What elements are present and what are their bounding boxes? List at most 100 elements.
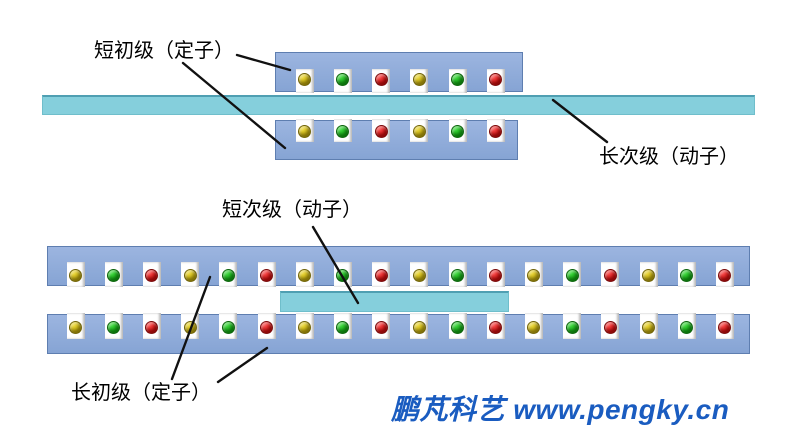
coil-dot-green: [107, 269, 121, 282]
coil-slot: [142, 262, 161, 287]
long-secondary-bar: [42, 95, 755, 115]
coil-dot-yellow: [412, 269, 426, 282]
coil-dot-red: [489, 125, 503, 138]
coil-slot: [524, 262, 543, 287]
short-secondary-bar: [280, 291, 509, 312]
coil-slot: [104, 262, 123, 287]
coil-dot-yellow: [412, 73, 426, 86]
coil-dot-green: [451, 125, 464, 138]
coil-slot: [601, 313, 620, 339]
coil-dot-red: [374, 321, 388, 334]
coil-dot-green: [336, 73, 350, 86]
coil-dot-red: [260, 269, 273, 282]
coil-slot: [639, 313, 658, 339]
coil-slot: [333, 313, 352, 339]
coil-dot-red: [374, 269, 388, 282]
coil-slot: [486, 69, 505, 93]
coil-dot-green: [451, 269, 464, 282]
coil-dot-yellow: [298, 269, 312, 282]
coil-slot: [448, 262, 467, 287]
coil-dot-red: [374, 73, 388, 86]
coil-dot-green: [680, 321, 694, 334]
coil-slot: [677, 262, 696, 287]
coil-dot-yellow: [527, 269, 541, 282]
coil-dot-yellow: [69, 321, 82, 334]
coil-slot: [715, 262, 734, 287]
coil-slot: [639, 262, 658, 287]
coil-dot-yellow: [412, 125, 426, 138]
label-short-primary: 短初级（定子）: [94, 40, 234, 62]
coil-dot-red: [489, 73, 503, 86]
coil-dot-green: [336, 125, 350, 138]
coil-dot-red: [718, 269, 732, 282]
coil-slot: [142, 313, 161, 339]
label-long-secondary: 长次级（动子）: [599, 146, 739, 168]
coil-dot-yellow: [69, 269, 82, 282]
coil-dot-yellow: [527, 321, 541, 334]
coil-slot: [66, 262, 85, 287]
coil-slot: [486, 313, 505, 339]
coil-dot-green: [565, 321, 579, 334]
coil-dot-red: [489, 321, 503, 334]
coil-slot: [448, 69, 467, 93]
coil-dot-red: [603, 321, 617, 334]
coil-dot-yellow: [298, 73, 312, 86]
coil-slot: [181, 313, 200, 339]
coil-dot-green: [336, 321, 350, 334]
coil-slot: [104, 313, 123, 339]
coil-slot: [524, 313, 543, 339]
coil-dot-red: [260, 321, 273, 334]
coil-dot-red: [489, 269, 503, 282]
coil-slot: [295, 313, 314, 339]
coil-dot-green: [221, 269, 235, 282]
coil-slot: [410, 69, 429, 93]
coil-dot-red: [603, 269, 617, 282]
coil-dot-green: [680, 269, 694, 282]
coil-slot: [295, 69, 314, 93]
coil-slot: [410, 262, 429, 287]
coil-slot: [372, 262, 391, 287]
coil-slot: [181, 262, 200, 287]
long-primary-top-block: [47, 246, 750, 287]
coil-slot: [295, 262, 314, 287]
coil-dot-yellow: [183, 269, 197, 282]
coil-slot: [410, 313, 429, 339]
coil-dot-green: [451, 73, 464, 86]
coil-slot: [219, 262, 238, 287]
coil-dot-green: [221, 321, 235, 334]
coil-dot-yellow: [183, 321, 197, 334]
label-long-primary: 长初级（定子）: [71, 382, 211, 404]
coil-slot: [601, 262, 620, 287]
short-primary-top-block: [275, 52, 523, 93]
coil-slot: [66, 313, 85, 339]
coil-slot: [448, 313, 467, 339]
coil-slot: [333, 119, 352, 142]
coil-dot-yellow: [642, 269, 655, 282]
coil-slot: [563, 313, 582, 339]
coil-slot: [563, 262, 582, 287]
coil-slot: [677, 313, 696, 339]
coil-dot-yellow: [642, 321, 655, 334]
coil-dot-green: [107, 321, 121, 334]
coil-slot: [448, 119, 467, 142]
coil-slot: [257, 262, 276, 287]
coil-dot-green: [565, 269, 579, 282]
coil-slot: [486, 119, 505, 142]
coil-slot: [372, 69, 391, 93]
coil-slot: [295, 119, 314, 142]
coil-dot-red: [374, 125, 388, 138]
coil-dot-red: [145, 321, 159, 334]
coil-slot: [333, 69, 352, 93]
coil-dot-yellow: [298, 321, 312, 334]
coil-dot-green: [336, 269, 350, 282]
coil-slot: [372, 313, 391, 339]
coil-dot-yellow: [298, 125, 312, 138]
coil-dot-yellow: [412, 321, 426, 334]
coil-dot-red: [145, 269, 159, 282]
coil-dot-red: [718, 321, 732, 334]
coil-slot: [715, 313, 734, 339]
long-primary-bottom-block: [47, 313, 750, 354]
coil-slot: [333, 262, 352, 287]
